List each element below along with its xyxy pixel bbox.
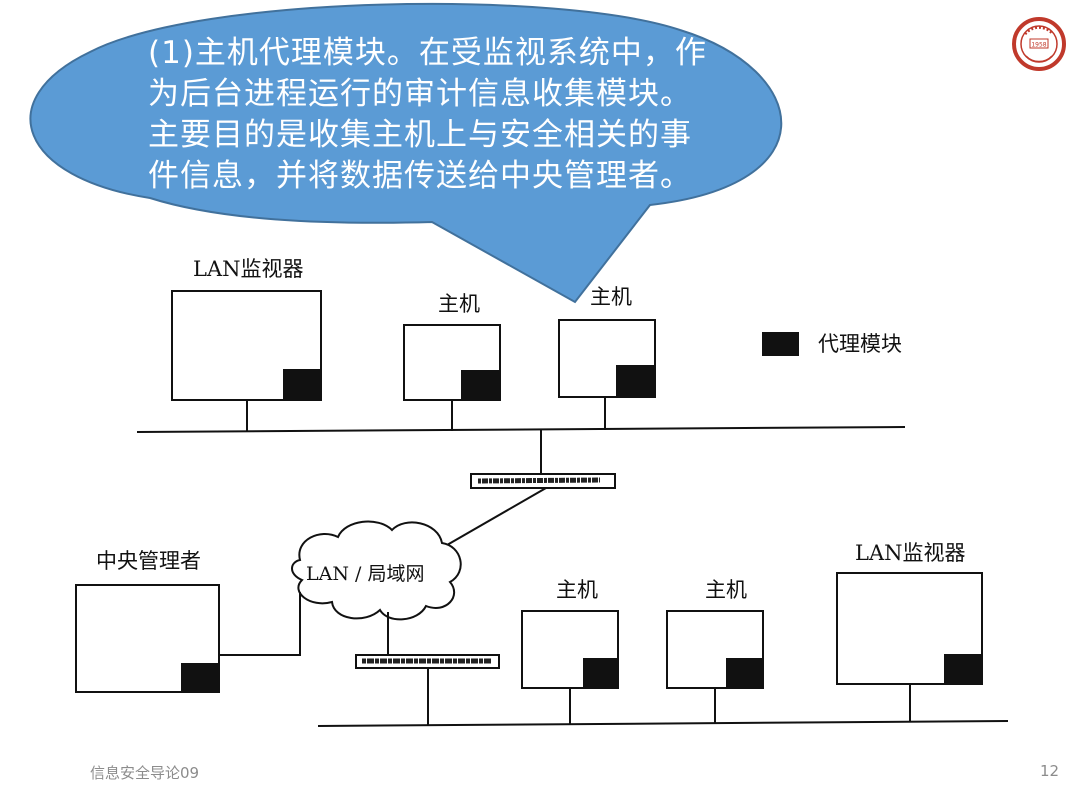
agent-module-marker (616, 365, 655, 397)
callout-line-2: 为后台进程运行的审计信息收集模块。 (148, 76, 692, 112)
cloud-label: LAN / 局域网 (306, 563, 424, 585)
footer-page-number: 12 (1040, 762, 1060, 780)
university-logo: 1958 (1012, 17, 1066, 71)
legend (762, 332, 799, 356)
callout-line-4: 件信息，并将数据传送给中央管理者。 (148, 158, 692, 194)
bottom-lan-segment (317, 572, 1009, 727)
callout-text: (1)主机代理模块。在受监视系统中，作 为后台进程运行的审计信息收集模块。 主要… (148, 33, 788, 197)
agent-module-marker (461, 370, 500, 400)
legend-label: 代理模块 (818, 332, 902, 356)
top-lan-monitor-label: LAN监视器 (193, 257, 304, 281)
agent-module-marker (726, 658, 763, 688)
top-host-1-box (403, 324, 501, 401)
footer-course: 信息安全导论09 (90, 764, 200, 782)
lan-cloud (291, 520, 462, 621)
bottom-router (355, 654, 500, 669)
bottom-host-1-label: 主机 (556, 578, 598, 602)
agent-module-marker (283, 369, 321, 400)
agent-module-marker (181, 663, 219, 692)
bottom-host-2-label: 主机 (705, 578, 747, 602)
logo-year: 1958 (1031, 42, 1046, 49)
bottom-lan-monitor-label: LAN监视器 (855, 541, 966, 565)
agent-module-marker (583, 658, 618, 688)
central-manager-node (75, 584, 301, 693)
top-host-2-label: 主机 (590, 285, 632, 309)
agent-module-marker (944, 654, 982, 684)
callout-line-1: (1)主机代理模块。在受监视系统中，作 (148, 35, 707, 71)
callout-bubble (29, 2, 783, 304)
top-lan-segment (136, 290, 906, 475)
callout-line-3: 主要目的是收集主机上与安全相关的事 (148, 117, 692, 153)
legend-swatch (762, 332, 799, 356)
central-manager-label: 中央管理者 (96, 549, 201, 573)
top-router (470, 473, 616, 489)
top-host-1-label: 主机 (438, 292, 480, 316)
